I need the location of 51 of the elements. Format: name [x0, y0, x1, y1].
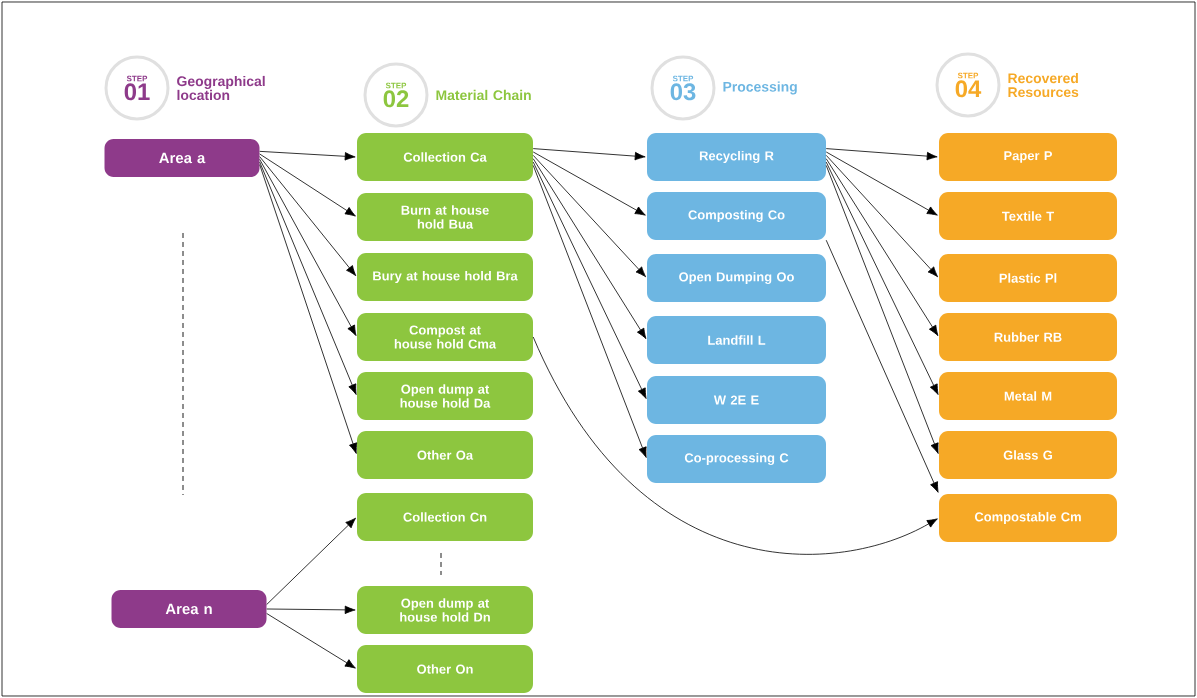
arrow: [532, 158, 647, 339]
process-box: Area a: [104, 139, 260, 177]
process-box: Collection Cn: [357, 493, 533, 541]
arrow: [825, 151, 938, 216]
process-box: Other Oa: [357, 431, 533, 479]
process-box: Other On: [357, 645, 533, 693]
arrow: [825, 148, 938, 161]
arrow: [259, 164, 358, 454]
arrow: [825, 165, 939, 454]
process-box: Landfill L: [647, 316, 826, 364]
process-box: Composting Co: [647, 192, 826, 240]
arrow: [532, 151, 646, 216]
step-title: Geographical location: [177, 75, 265, 101]
arrow: [259, 161, 357, 395]
arrow: [266, 605, 356, 615]
arrow: [266, 613, 356, 669]
arrow: [532, 154, 647, 278]
arrow: [532, 148, 646, 161]
process-box: Metal M: [939, 372, 1117, 420]
process-box: Burn at house hold Bua: [357, 193, 533, 241]
step-title: Processing: [723, 81, 797, 95]
process-box: Open dump at house hold Dn: [357, 586, 533, 634]
step-title: Recovered Resources: [1008, 72, 1079, 98]
process-box: Open dump at house hold Da: [357, 372, 533, 420]
process-box: Recycling R: [647, 133, 826, 181]
process-box: Area n: [111, 590, 267, 628]
arrow: [825, 161, 939, 395]
process-box: Textile T: [939, 192, 1117, 240]
arrow: [259, 156, 357, 277]
arrow: [825, 154, 939, 278]
process-box: Compost at house hold Cma: [357, 313, 533, 361]
process-box: Plastic Pl: [939, 254, 1117, 302]
process-box: W 2E E: [647, 376, 826, 424]
process-box: Rubber RB: [939, 313, 1117, 361]
process-box: Bury at house hold Bra: [357, 253, 533, 301]
arrow: [825, 239, 939, 493]
arrow: [266, 517, 356, 605]
arrow: [532, 161, 647, 399]
process-box: Paper P: [939, 133, 1117, 181]
arrow: [532, 336, 938, 555]
arrow: [259, 153, 356, 217]
step-title: Material Chain: [436, 89, 531, 101]
arrow: [825, 158, 939, 336]
arrow: [532, 165, 647, 458]
process-box: Glass G: [939, 431, 1117, 479]
process-box: Collection Ca: [357, 133, 533, 181]
process-box: Compostable Cm: [939, 494, 1117, 542]
process-box: Open Dumping Oo: [647, 254, 826, 302]
arrow: [259, 150, 356, 161]
process-box: Co-processing C: [647, 435, 826, 483]
arrow: [259, 158, 357, 336]
